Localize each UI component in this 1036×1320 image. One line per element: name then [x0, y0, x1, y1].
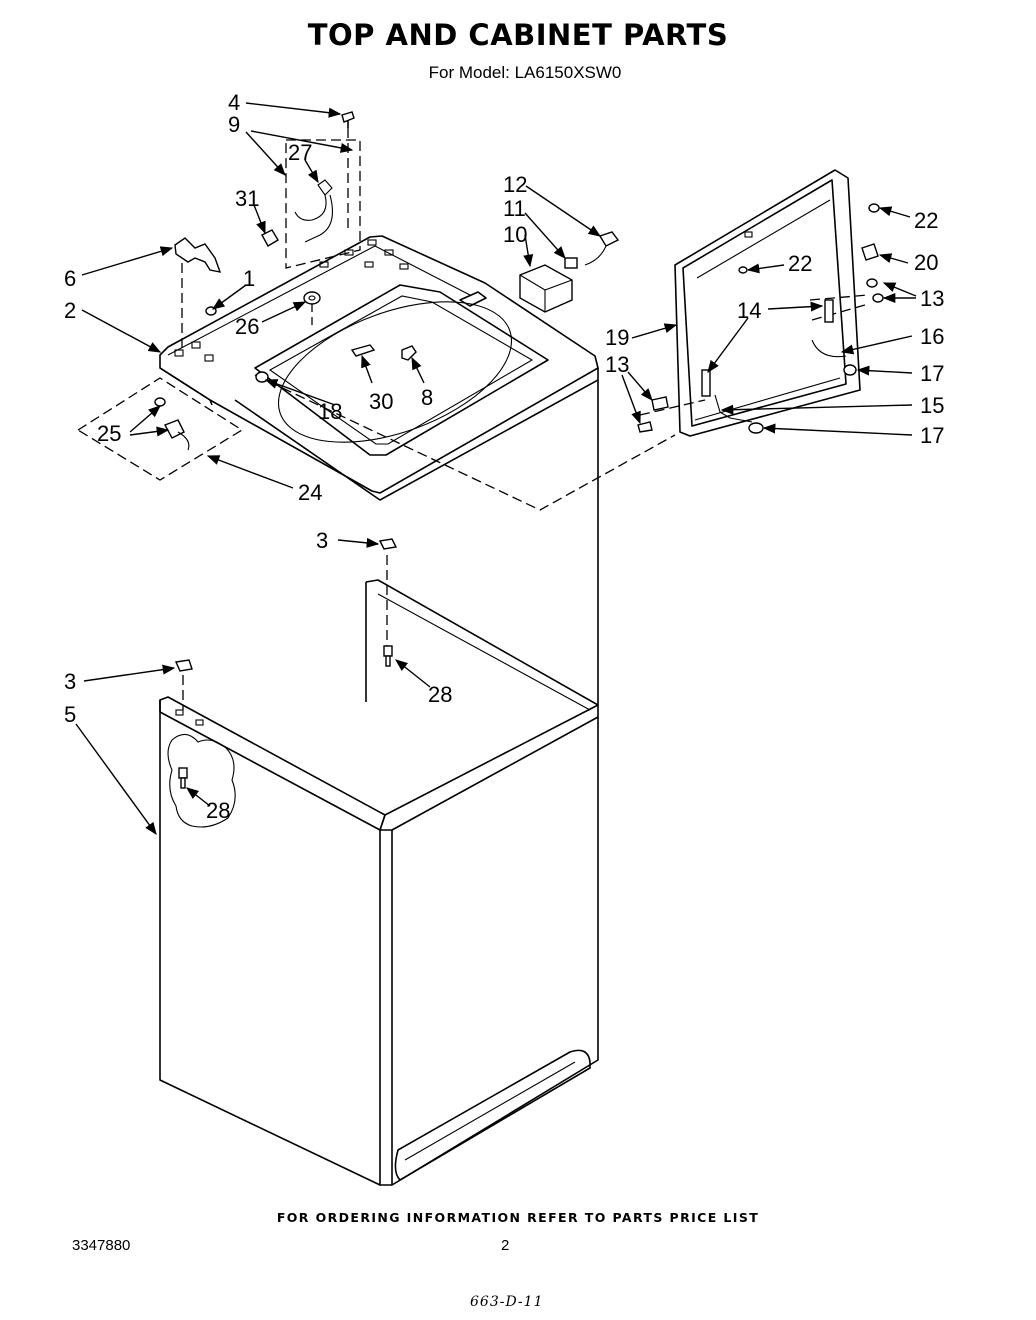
callout-number: 3: [316, 528, 328, 553]
cabinet: [159, 380, 599, 1186]
callout-number: 1: [243, 266, 255, 291]
lid: [674, 169, 861, 437]
callout-number: 13: [920, 286, 944, 311]
callout-number: 30: [369, 389, 393, 414]
callout-number: 22: [914, 208, 938, 233]
callout-number: 17: [920, 423, 944, 448]
leader-lines: [75, 102, 917, 836]
callout-number: 17: [920, 361, 944, 386]
small-parts: [154, 111, 884, 789]
callout-number: 22: [788, 251, 812, 276]
ordering-note: FOR ORDERING INFORMATION REFER TO PARTS …: [276, 1210, 760, 1225]
callout-number: 24: [298, 480, 322, 505]
callout-number: 25: [97, 421, 121, 446]
callout-number: 10: [503, 222, 527, 247]
callouts: 4 9 27 31 6 1 2 26 30 8 18 25 24 12 11 1…: [64, 90, 944, 823]
alignment-lines: [76, 128, 869, 710]
callout-number: 16: [920, 324, 944, 349]
callout-number: 3: [64, 669, 76, 694]
model-subtitle: For Model: LA6150XSW0: [428, 63, 622, 82]
callout-number: 28: [206, 798, 230, 823]
page-number: 2: [501, 1237, 510, 1254]
callout-number: 11: [503, 196, 526, 221]
callout-number: 12: [503, 172, 527, 197]
callout-number: 8: [421, 385, 433, 410]
callout-number: 5: [64, 702, 76, 727]
cabinet-top: [159, 235, 599, 501]
callout-number: 19: [605, 325, 629, 350]
callout-number: 31: [235, 186, 259, 211]
handwritten-note: 663-D-11: [470, 1294, 544, 1310]
callout-number: 28: [428, 682, 452, 707]
callout-number: 4: [228, 90, 240, 115]
callout-number: 14: [737, 298, 761, 323]
document-number: 3347880: [72, 1237, 131, 1254]
callout-number: 9: [228, 112, 240, 137]
callout-number: 27: [288, 140, 312, 165]
callout-number: 6: [64, 266, 76, 291]
callout-number: 26: [235, 314, 259, 339]
callout-number: 13: [605, 352, 629, 377]
callout-number: 20: [914, 250, 938, 275]
callout-number: 2: [64, 298, 76, 323]
callout-number: 18: [318, 399, 342, 424]
page-title: TOP AND CABINET PARTS: [307, 18, 729, 52]
callout-number: 15: [920, 393, 944, 418]
